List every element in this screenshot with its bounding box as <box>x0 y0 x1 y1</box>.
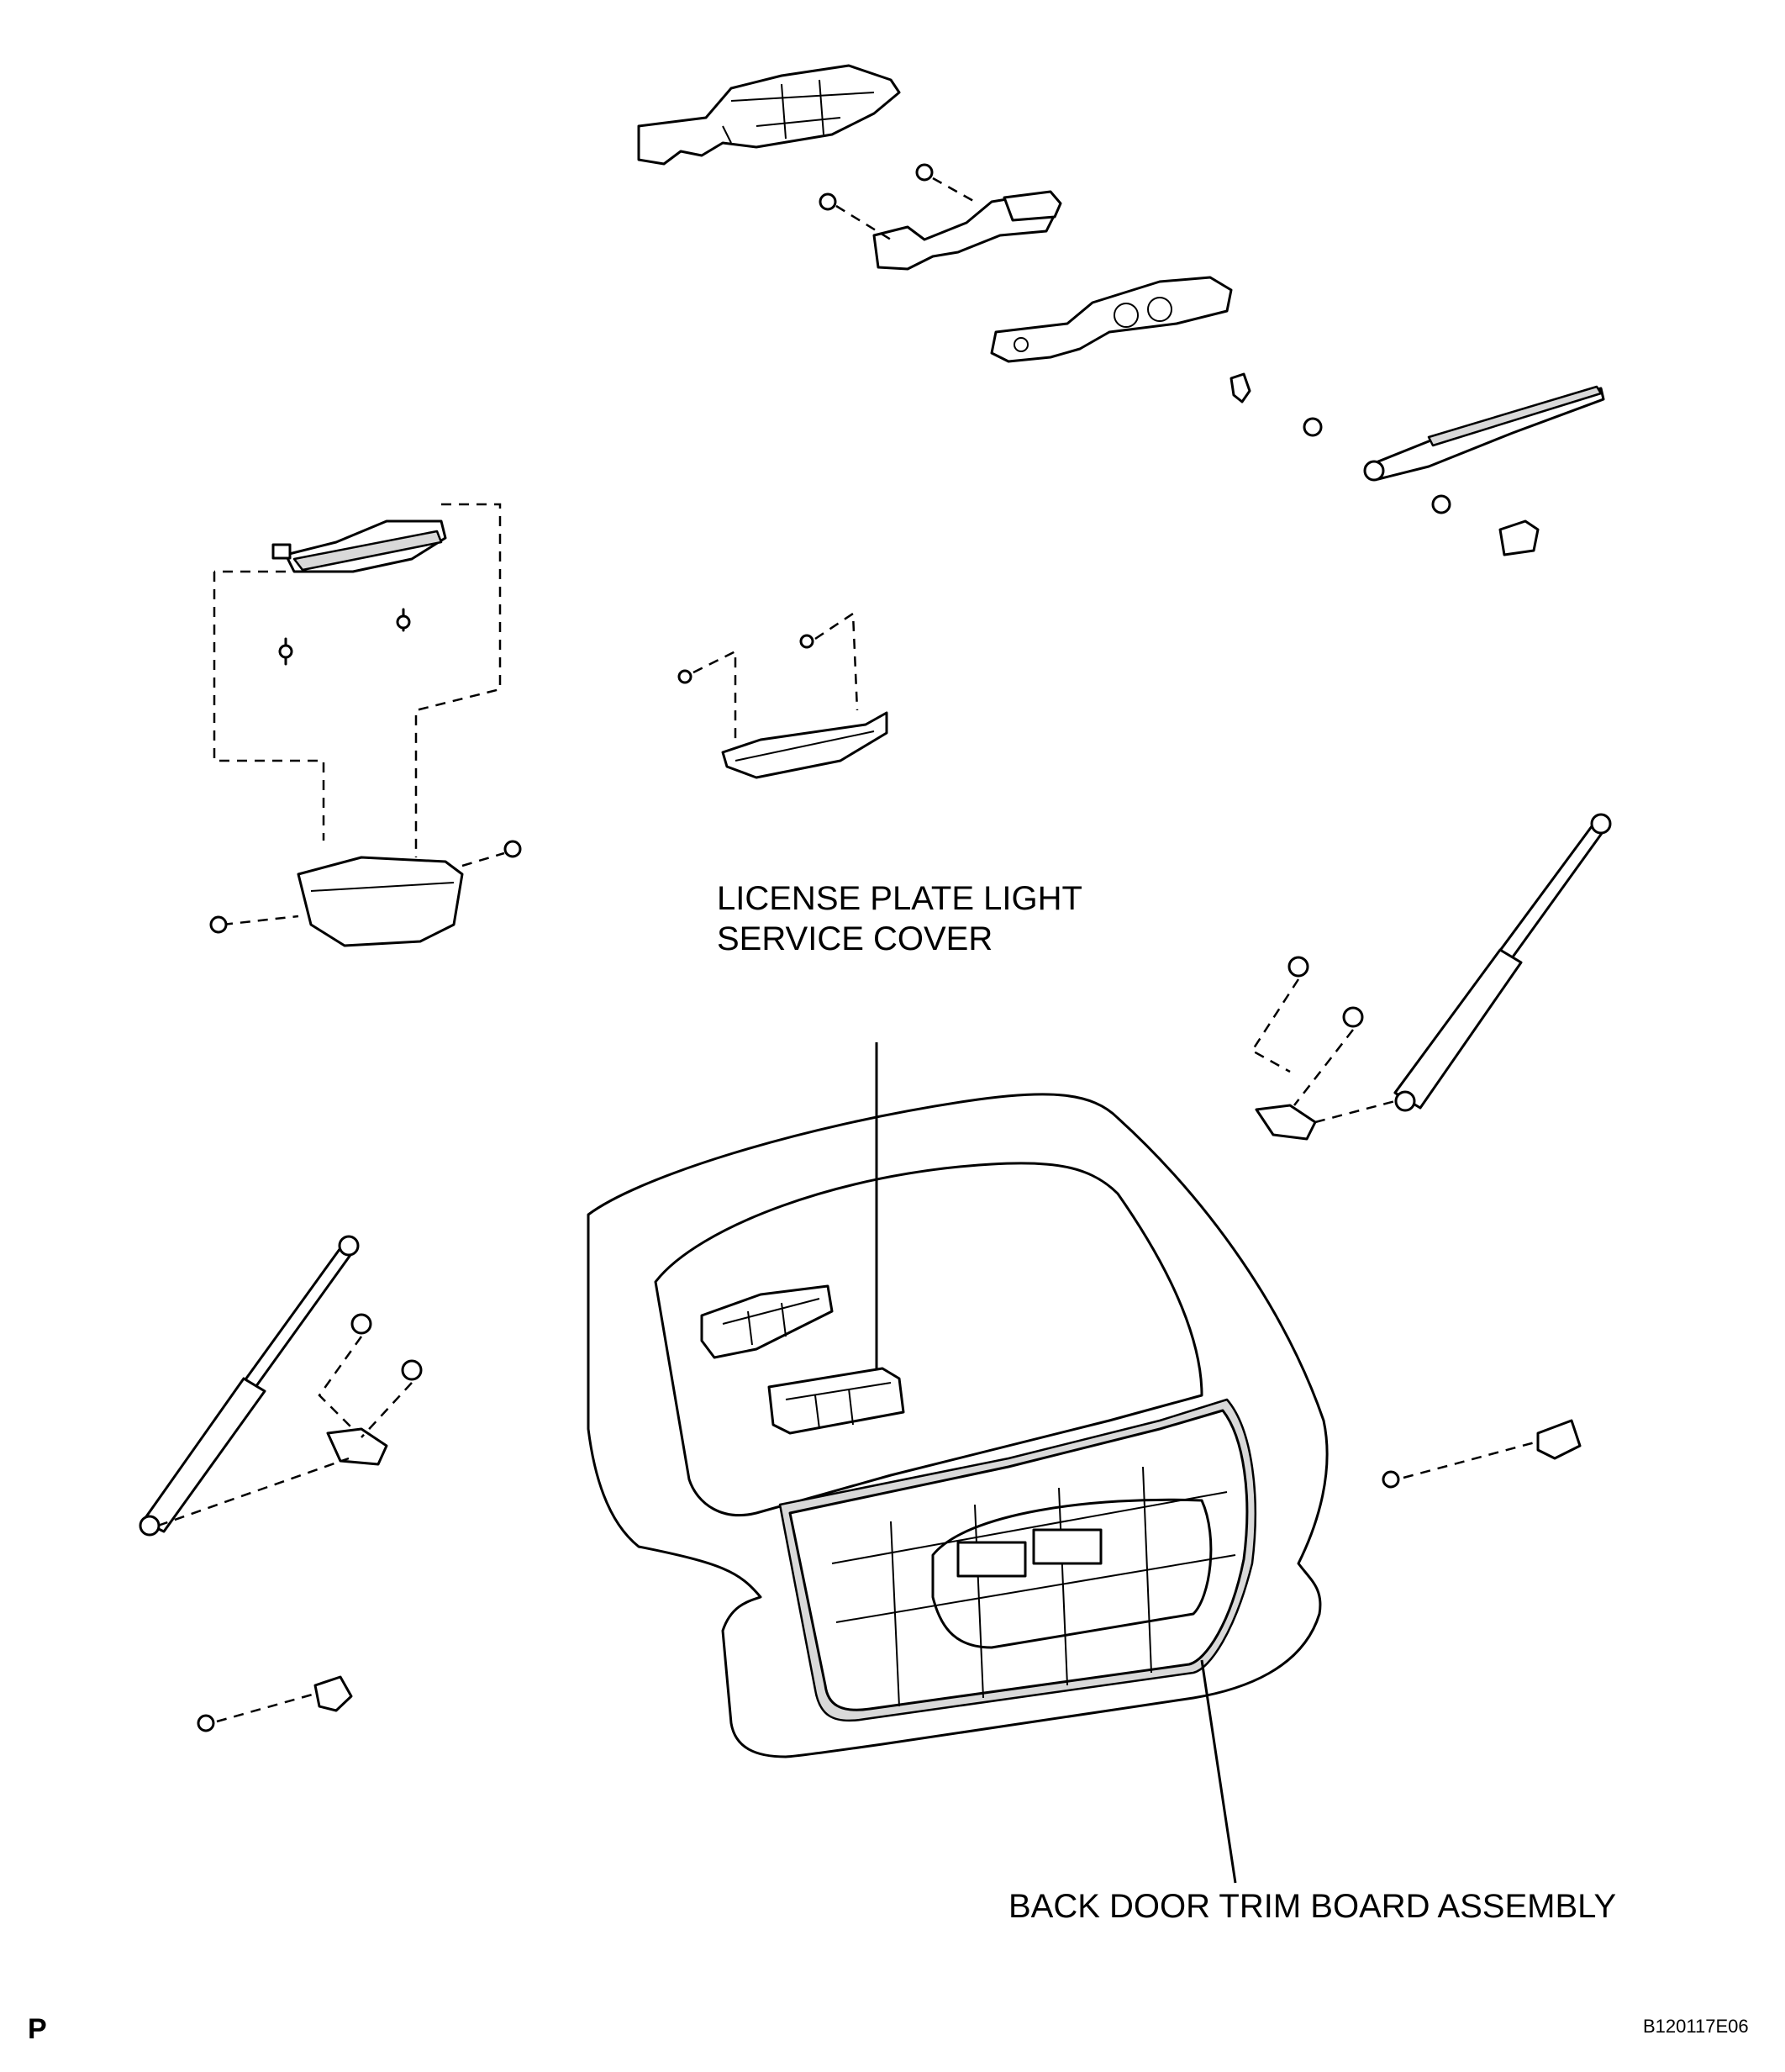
glass-bracket <box>700 1284 834 1359</box>
license-plate-cover-label-line2: SERVICE COVER <box>717 920 993 957</box>
center-garnish <box>677 611 888 779</box>
left-stopper <box>197 1675 353 1732</box>
right-back-door-stay <box>1251 813 1612 1141</box>
back-door-trim-board <box>778 1398 1256 1722</box>
license-plate-cover-label-line1: LICENSE PLATE LIGHT <box>717 880 1082 917</box>
upper-trim-cover <box>637 64 901 166</box>
back-door-trim-label: BACK DOOR TRIM BOARD ASSEMBLY <box>1008 1888 1617 1925</box>
figure-code: B120117E06 <box>1643 2016 1749 2037</box>
right-stopper <box>1382 1419 1582 1489</box>
license-plate-light-service-cover <box>767 1367 905 1435</box>
left-back-door-stay <box>139 1235 423 1537</box>
wiper-motor <box>819 163 1062 271</box>
high-mount-stop-light <box>213 503 502 857</box>
page-letter: P <box>28 2013 47 2045</box>
license-plate-cover-label: LICENSE PLATE LIGHT SERVICE COVER <box>717 878 1082 959</box>
wiper-arm <box>1229 372 1605 556</box>
trim-board-leader-line <box>1200 1659 1237 1884</box>
wiper-trim-plate <box>990 276 1233 363</box>
stop-light-cover <box>209 840 522 947</box>
